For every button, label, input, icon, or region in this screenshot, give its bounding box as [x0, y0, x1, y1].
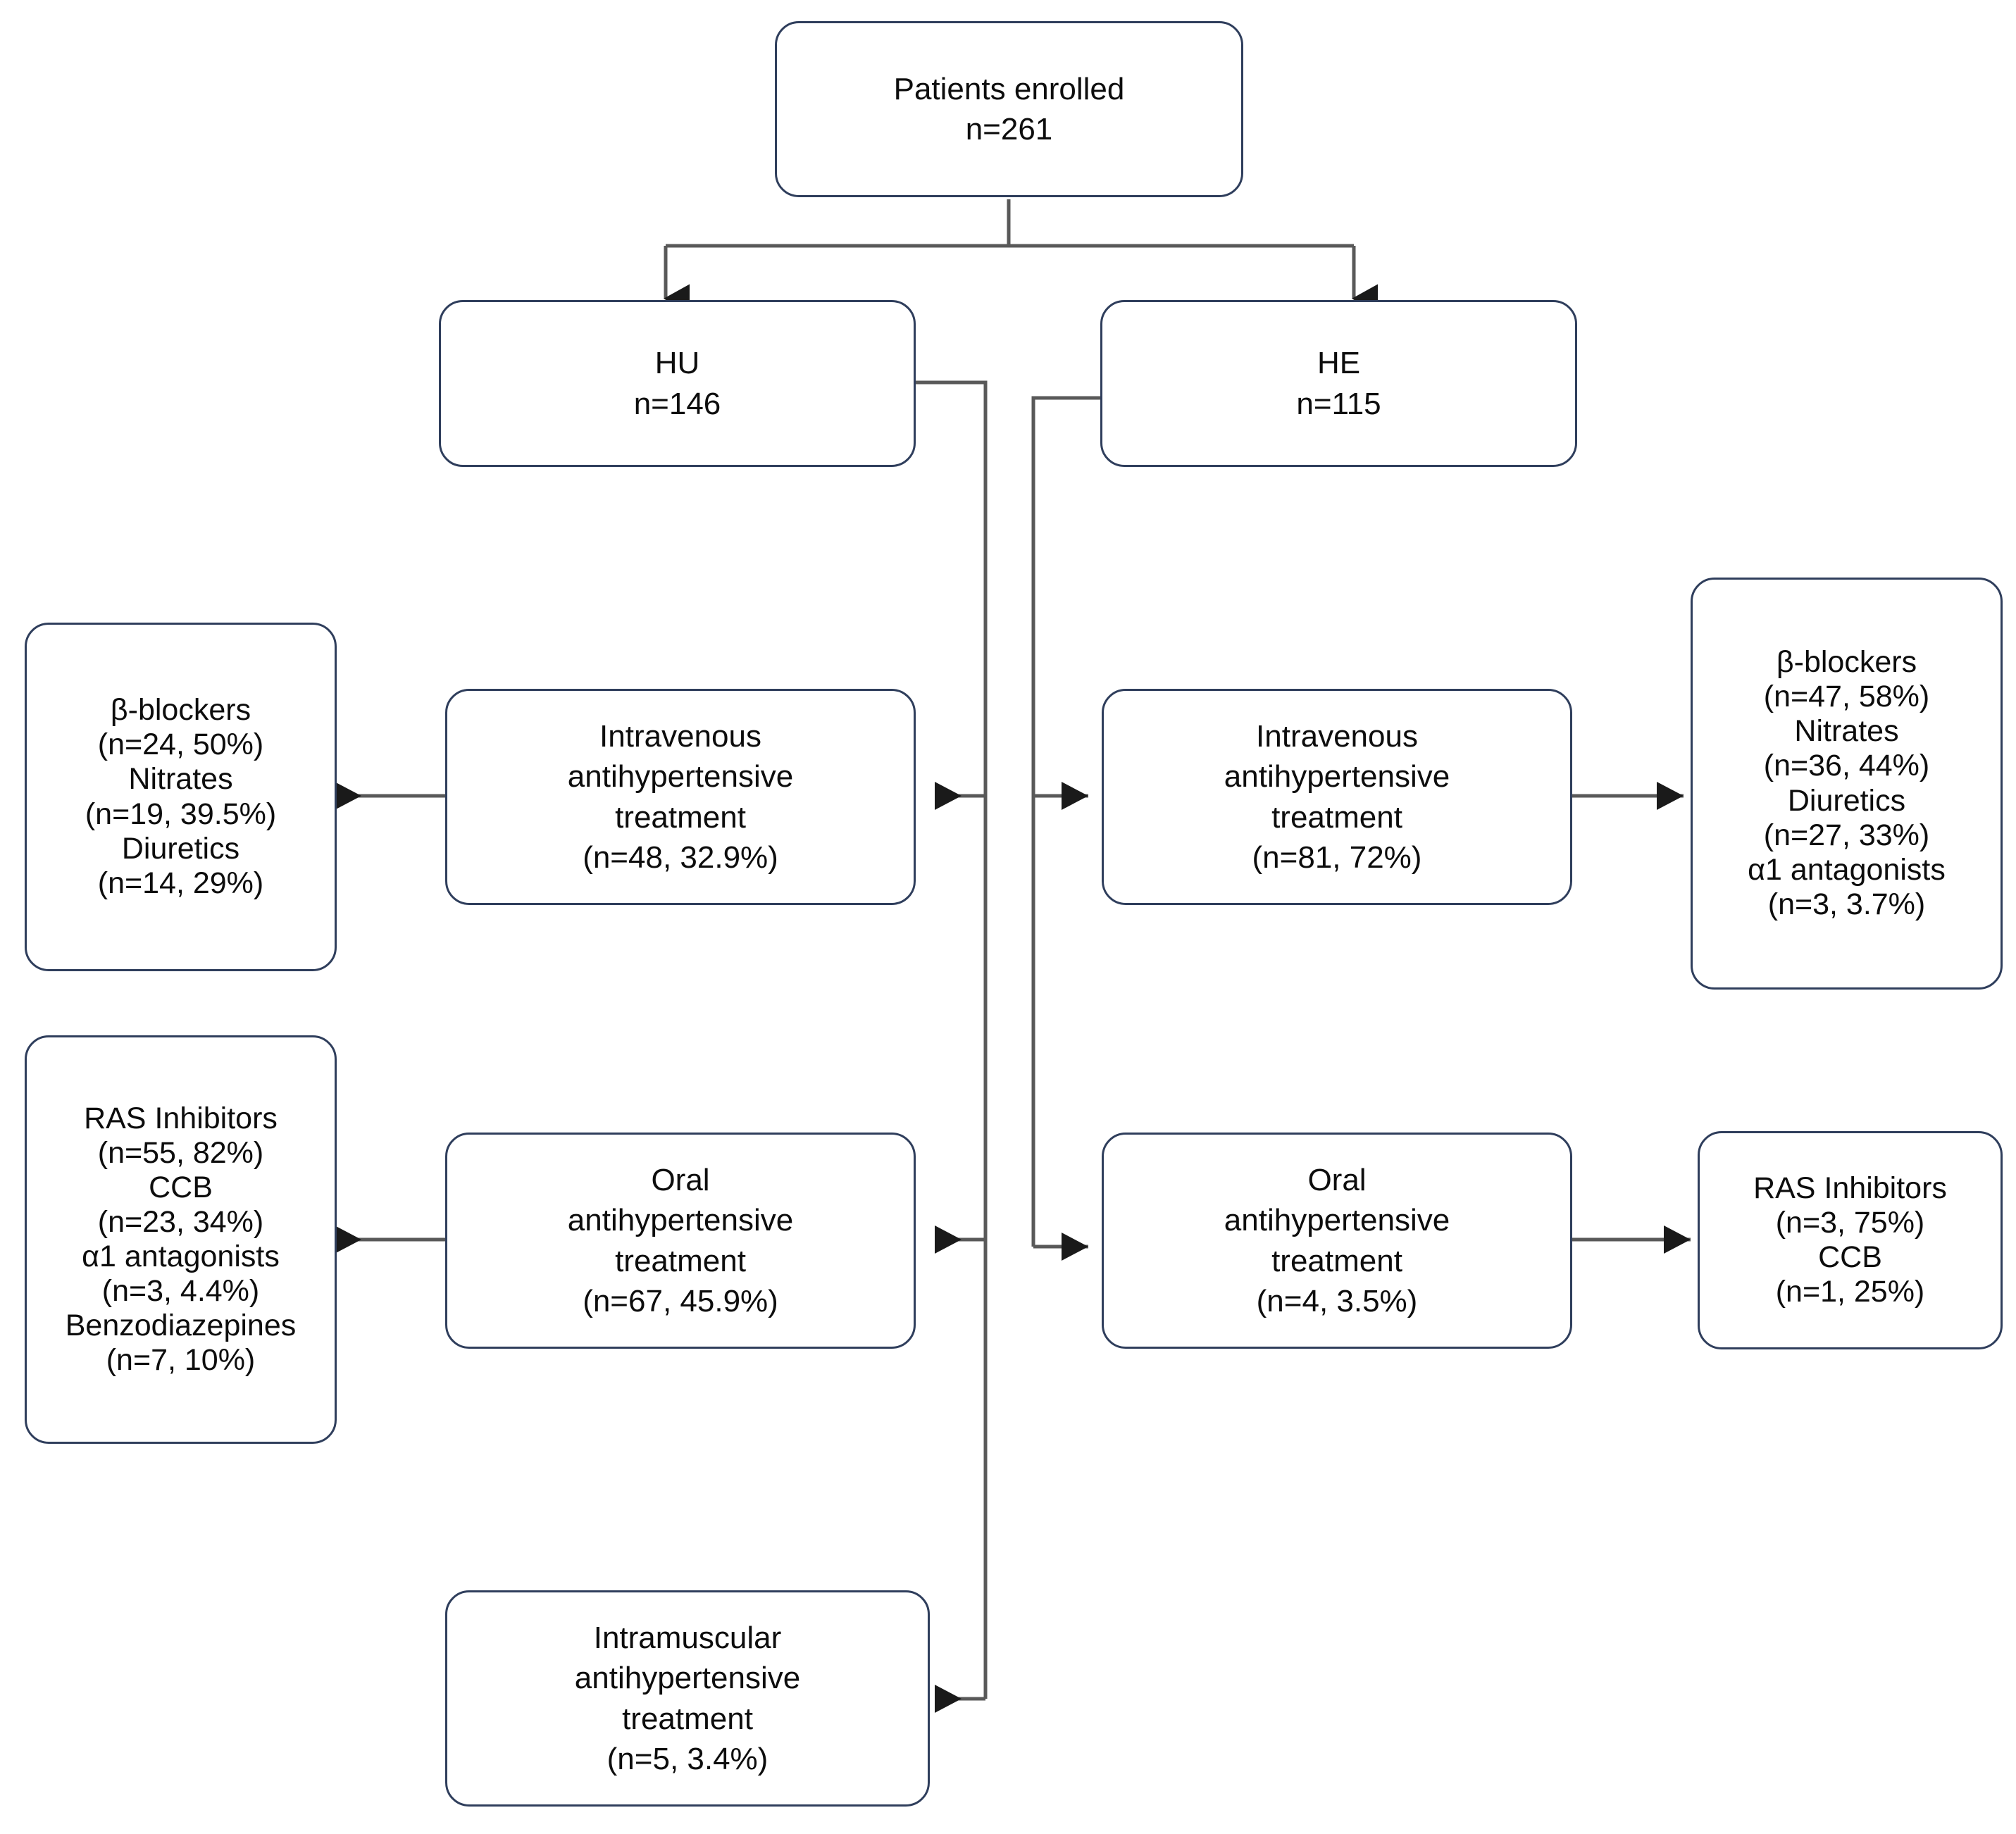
node-line: antihypertensive	[574, 1661, 801, 1696]
node-line: Diuretics	[121, 831, 240, 866]
node-line: (n=36, 44%)	[1763, 749, 1930, 783]
wire-hu-trunk	[916, 380, 988, 1699]
node-hu-oral-drugs[interactable]: RAS Inhibitors (n=55, 82%) CCB (n=23, 34…	[25, 1035, 337, 1444]
node-line: Oral	[651, 1163, 710, 1198]
node-line: (n=47, 58%)	[1763, 680, 1930, 714]
node-line: (n=3, 75%)	[1775, 1205, 1925, 1240]
node-he-oral-drugs[interactable]: RAS Inhibitors (n=3, 75%) CCB (n=1, 25%)	[1698, 1131, 2003, 1349]
node-line: treatment	[1271, 1243, 1402, 1278]
node-line: Diuretics	[1787, 783, 1906, 818]
node-line: (n=19, 39.5%)	[85, 797, 277, 831]
node-line: n=146	[633, 386, 721, 421]
node-line: CCB	[149, 1170, 213, 1204]
node-line: (n=27, 33%)	[1763, 818, 1930, 852]
node-line: antihypertensive	[567, 1203, 794, 1238]
wire-he-trunk	[1031, 396, 1100, 1247]
node-line: HU	[654, 346, 700, 381]
node-hu[interactable]: HU n=146	[439, 300, 916, 467]
node-line: Nitrates	[1794, 714, 1899, 749]
node-line: Intravenous	[1256, 719, 1418, 754]
node-line: HE	[1317, 346, 1361, 381]
node-hu-im-treatment[interactable]: Intramuscular antihypertensive treatment…	[445, 1590, 930, 1807]
node-line: Benzodiazepines	[65, 1309, 297, 1343]
node-hu-oral-treatment[interactable]: Oral antihypertensive treatment (n=67, 4…	[445, 1133, 916, 1349]
node-line: n=261	[965, 112, 1053, 146]
node-line: treatment	[1271, 799, 1402, 835]
node-line: RAS Inhibitors	[1753, 1171, 1947, 1205]
node-line: Intravenous	[599, 719, 761, 754]
node-hu-iv-treatment[interactable]: Intravenous antihypertensive treatment (…	[445, 689, 916, 905]
node-line: (n=7, 10%)	[106, 1343, 256, 1378]
node-he[interactable]: HE n=115	[1100, 300, 1577, 467]
node-patients-enrolled[interactable]: Patients enrolled n=261	[775, 21, 1243, 197]
node-he-iv-drugs[interactable]: β-blockers (n=47, 58%) Nitrates (n=36, 4…	[1691, 578, 2003, 990]
node-he-iv-treatment[interactable]: Intravenous antihypertensive treatment (…	[1102, 689, 1572, 905]
node-hu-iv-drugs[interactable]: β-blockers (n=24, 50%) Nitrates (n=19, 3…	[25, 623, 337, 971]
node-line: (n=1, 25%)	[1775, 1275, 1925, 1309]
node-line: antihypertensive	[1224, 759, 1450, 794]
node-line: antihypertensive	[1224, 1203, 1450, 1238]
node-line: α1 antagonists	[82, 1240, 280, 1273]
node-he-oral-treatment[interactable]: Oral antihypertensive treatment (n=4, 3.…	[1102, 1133, 1572, 1349]
node-line: Nitrates	[128, 762, 233, 797]
node-line: (n=4, 3.5%)	[1256, 1283, 1418, 1318]
node-line: Intramuscular	[593, 1621, 782, 1656]
node-line: (n=55, 82%)	[97, 1135, 264, 1170]
node-line: (n=24, 50%)	[97, 728, 264, 762]
node-line: (n=3, 3.7%)	[1767, 887, 1926, 921]
node-line: (n=14, 29%)	[97, 866, 264, 900]
node-line: (n=48, 32.9%)	[583, 840, 778, 875]
node-line: Patients enrolled	[893, 71, 1125, 106]
node-line: Oral	[1307, 1163, 1367, 1198]
node-line: treatment	[615, 799, 746, 835]
node-line: α1 antagonists	[1748, 852, 1946, 887]
node-line: β-blockers	[110, 693, 251, 728]
node-line: (n=81, 72%)	[1252, 840, 1422, 875]
node-line: treatment	[622, 1701, 753, 1736]
node-line: (n=23, 34%)	[97, 1204, 264, 1239]
node-line: (n=5, 3.4%)	[606, 1741, 769, 1776]
node-line: treatment	[615, 1243, 746, 1278]
node-line: (n=67, 45.9%)	[583, 1283, 778, 1318]
node-line: β-blockers	[1776, 645, 1917, 680]
node-line: (n=3, 4.4%)	[101, 1274, 260, 1309]
node-line: RAS Inhibitors	[84, 1101, 278, 1135]
node-line: CCB	[1818, 1240, 1882, 1274]
node-line: antihypertensive	[567, 759, 794, 794]
node-line: n=115	[1296, 386, 1381, 421]
